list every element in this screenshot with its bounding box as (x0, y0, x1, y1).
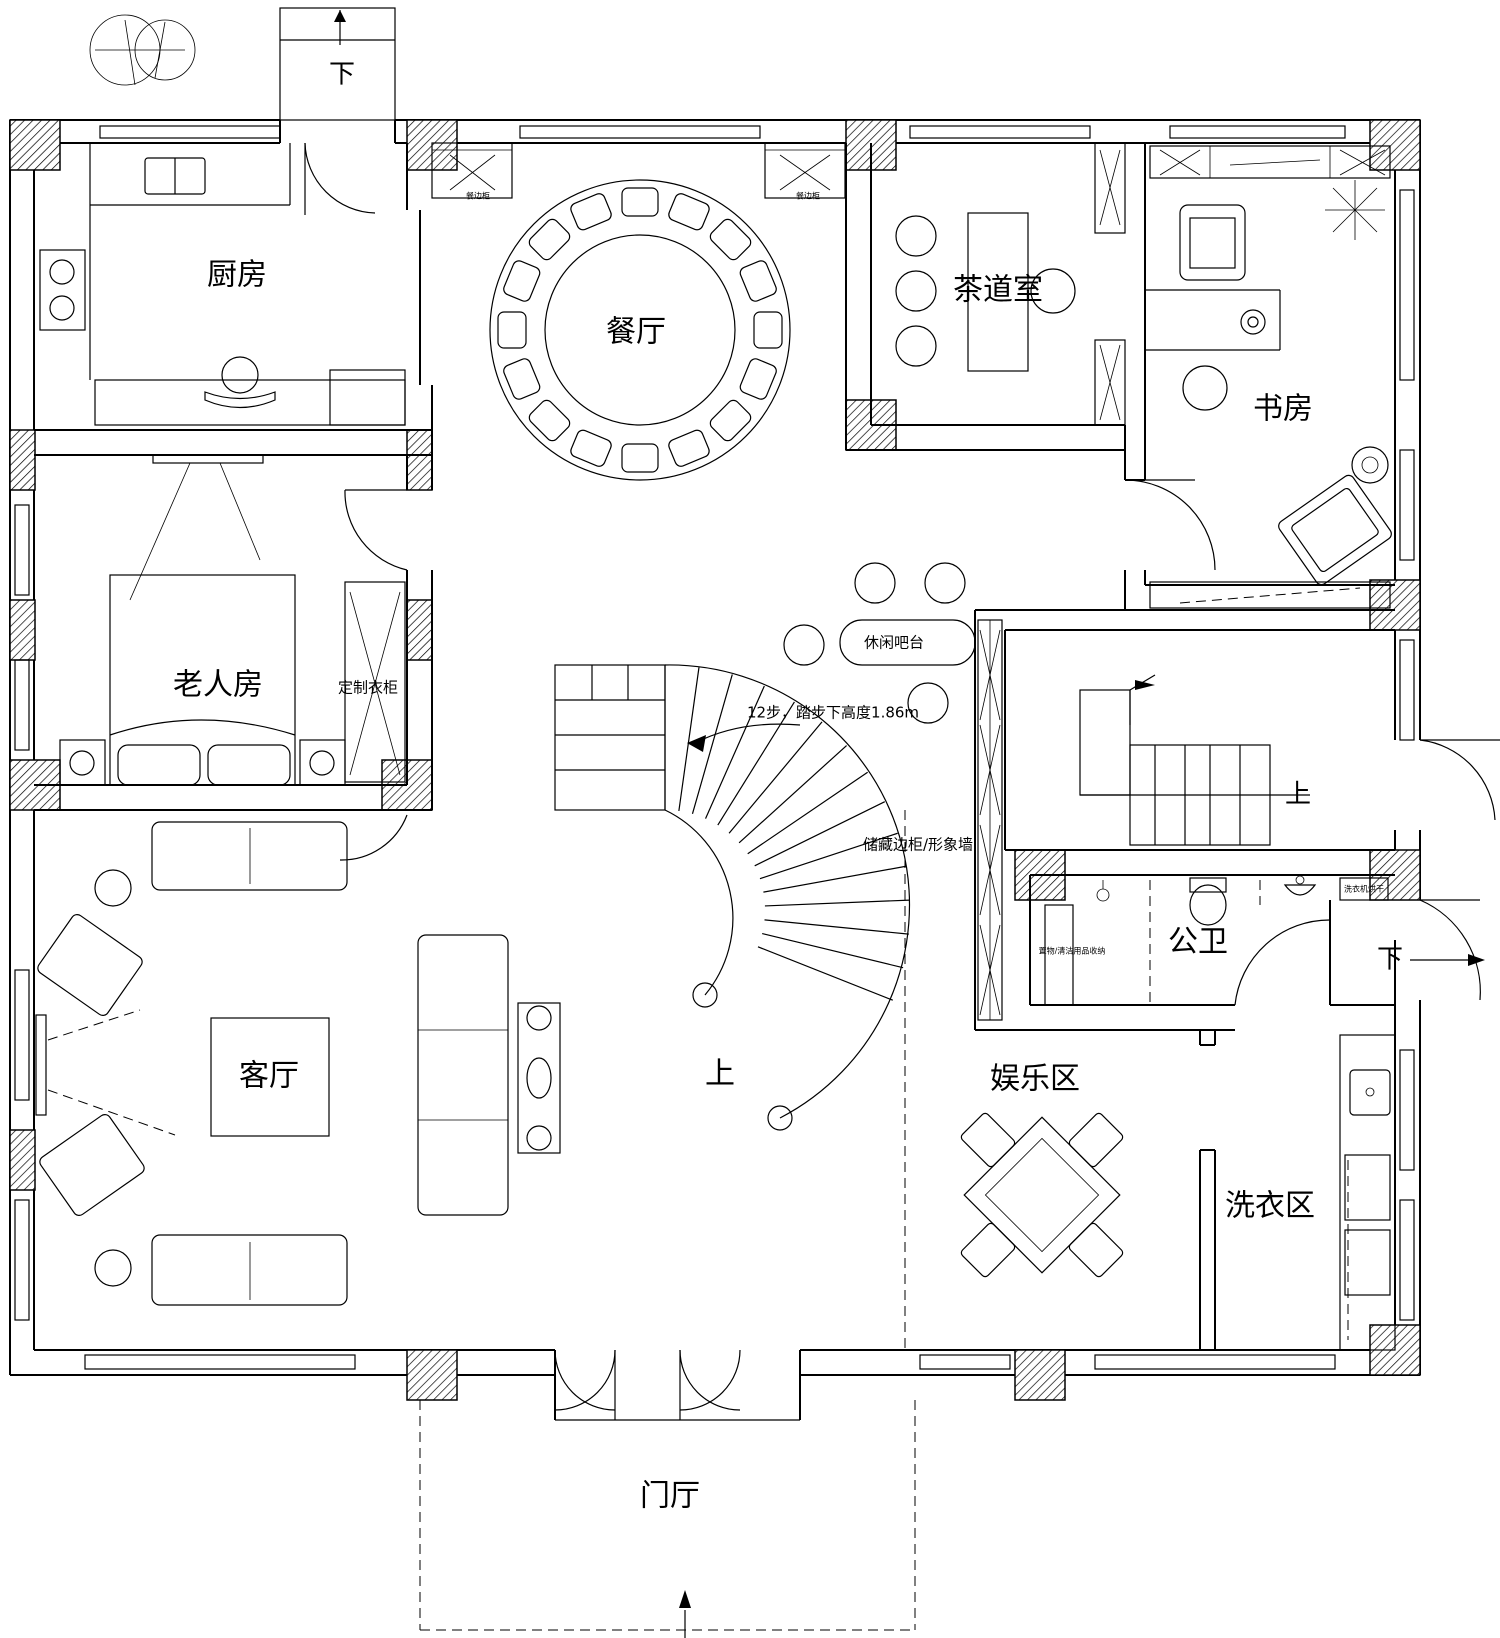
label-bath-small: 洗衣机烘干 (1344, 884, 1384, 894)
label-bar: 休闲吧台 (864, 634, 924, 652)
label-bathroom: 公卫 (1168, 925, 1228, 960)
windows (14, 125, 1415, 1370)
stair-tread (691, 674, 733, 815)
foyer-outline (419, 810, 916, 1638)
kitchen-furniture (39, 143, 421, 426)
columns (9, 119, 1421, 1401)
dining-chair (739, 358, 777, 400)
stair-tread (763, 865, 907, 893)
stair-tread (757, 946, 894, 1001)
label-elder-room: 老人房 (173, 668, 263, 703)
dining-chair (621, 187, 659, 217)
label-laundry: 洗衣区 (1225, 1189, 1315, 1224)
dining-chair (668, 429, 710, 467)
tea-room-furniture (895, 142, 1126, 426)
study-furniture (1145, 145, 1392, 609)
label-stair-note: 12步，踏步下高度1.86m (747, 704, 919, 722)
stair-tread (759, 832, 898, 880)
label-down-top: 下 (329, 60, 355, 90)
stair-tread (738, 745, 847, 844)
label-up-main: 上 (705, 1057, 735, 1092)
dining-chair (753, 311, 783, 349)
stair-tread (764, 899, 910, 907)
bathroom-fixtures (1044, 875, 1389, 1006)
label-kitchen: 厨房 (207, 258, 267, 293)
label-side-cabinet-left: 餐边柜 (466, 191, 490, 201)
dining-chair (570, 429, 612, 467)
mahjong-table (960, 1112, 1124, 1278)
dining-chair (528, 399, 571, 442)
side-stair (1079, 674, 1310, 846)
dining-chair (621, 443, 659, 473)
spiral-stair (554, 664, 911, 1131)
label-side-cabinet-right: 餐边柜 (796, 191, 820, 201)
label-dining: 餐厅 (606, 315, 666, 350)
room-labels: 厨房 餐厅 茶道室 书房 老人房 定制衣柜 休闲吧台 12步，踏步下高度1.86… (173, 60, 1403, 1514)
stair-tread (764, 919, 909, 935)
stair-tread (747, 771, 868, 855)
label-living: 客厅 (239, 1059, 299, 1094)
bar-furniture (783, 562, 976, 724)
stair-tread (704, 685, 765, 819)
dining-furniture (431, 142, 846, 481)
tree-symbol (89, 14, 196, 86)
dining-chair (503, 260, 541, 302)
label-tea-room: 茶道室 (953, 273, 1043, 308)
dining-chair (570, 193, 612, 231)
label-study: 书房 (1253, 392, 1313, 427)
stair-tread (678, 667, 700, 812)
living-furniture (35, 821, 561, 1306)
label-wardrobe: 定制衣柜 (338, 679, 398, 697)
stair-tread (728, 721, 823, 834)
top-steps (279, 7, 396, 121)
dining-chair (528, 218, 571, 261)
dining-chair (497, 311, 527, 349)
label-bath-storage: 置物/清洁用品收纳 (1039, 946, 1106, 956)
dining-chair (503, 358, 541, 400)
dining-chair (709, 218, 752, 261)
elder-room-furniture (59, 454, 406, 786)
label-foyer: 门厅 (640, 1479, 700, 1514)
dining-chair (739, 260, 777, 302)
doors (304, 142, 1500, 1421)
label-storage-wall: 储藏边柜/形象墙 (863, 836, 973, 854)
dining-chair (709, 399, 752, 442)
stair-tread (717, 701, 795, 826)
stair-tread (762, 932, 904, 969)
outer-walls (9, 119, 1421, 1376)
stair-tread (754, 801, 886, 867)
dining-chair (668, 193, 710, 231)
laundry-fixtures (1339, 1034, 1396, 1351)
down-arrow-right (1410, 954, 1485, 966)
label-entertainment: 娱乐区 (990, 1062, 1080, 1097)
storage-wall-cabinet (977, 619, 1003, 1021)
label-up-right: 上 (1285, 780, 1311, 810)
label-down-right: 下 (1377, 945, 1403, 975)
interior-walls (34, 120, 1396, 1420)
